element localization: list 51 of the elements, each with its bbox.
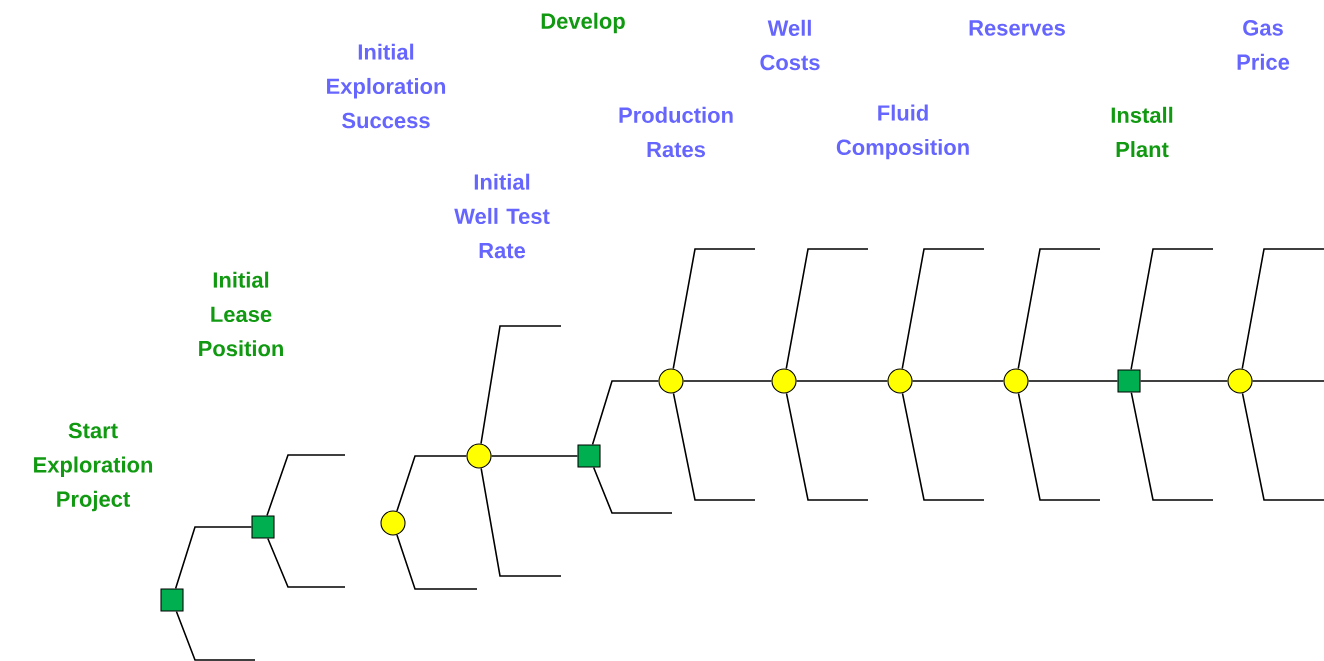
tree-branch bbox=[396, 455, 468, 512]
chance-circle bbox=[887, 368, 913, 394]
tree-branch bbox=[1251, 380, 1324, 382]
tree-branch bbox=[795, 380, 889, 382]
tree-branch bbox=[480, 467, 562, 577]
tree-branch bbox=[1027, 380, 1119, 382]
tree-branch bbox=[672, 392, 756, 501]
decision-square bbox=[1117, 369, 1141, 393]
tree-branch bbox=[1017, 248, 1101, 370]
node-label: Reserves bbox=[969, 20, 1065, 36]
tree-branch bbox=[591, 380, 660, 446]
tree-branch bbox=[785, 392, 869, 501]
tree-branch bbox=[1241, 392, 1324, 501]
tree-branch bbox=[1241, 248, 1324, 370]
tree-branch bbox=[672, 248, 756, 370]
node-label: Install Plant bbox=[1111, 106, 1173, 158]
decision-square bbox=[251, 515, 275, 539]
decision-square bbox=[577, 444, 601, 468]
node-label: Fluid Composition bbox=[836, 104, 969, 160]
tree-branch bbox=[174, 526, 253, 590]
node-label: Develop bbox=[541, 12, 625, 34]
tree-branch bbox=[266, 454, 346, 517]
tree-branch bbox=[911, 380, 1005, 382]
tree-branch bbox=[901, 392, 985, 501]
node-label: Gas Price bbox=[1237, 20, 1290, 70]
chance-circle bbox=[658, 368, 684, 394]
node-label: Production Rates bbox=[619, 106, 733, 158]
decision-square bbox=[160, 588, 184, 612]
tree-branch bbox=[175, 610, 256, 661]
chance-circle bbox=[466, 443, 492, 469]
tree-branch bbox=[480, 325, 562, 445]
node-label: Initial Lease Position bbox=[199, 271, 283, 357]
tree-branch bbox=[490, 455, 579, 457]
tree-branch bbox=[682, 380, 773, 382]
tree-branch bbox=[1130, 391, 1214, 501]
tree-branch bbox=[1139, 380, 1229, 382]
tree-branch bbox=[1130, 248, 1214, 371]
chance-circle bbox=[1227, 368, 1253, 394]
tree-branch bbox=[396, 534, 478, 590]
tree-branch bbox=[592, 466, 673, 514]
chance-circle bbox=[1003, 368, 1029, 394]
chance-circle bbox=[771, 368, 797, 394]
tree-branch bbox=[785, 248, 869, 370]
tree-branch bbox=[901, 248, 985, 370]
node-label: Initial Exploration Success bbox=[327, 43, 446, 129]
node-label: Well Costs bbox=[760, 19, 820, 71]
node-label: Start Exploration Project bbox=[34, 422, 153, 512]
chance-circle bbox=[380, 510, 406, 536]
node-label: Initial Well Test Rate bbox=[454, 173, 550, 259]
tree-branch bbox=[267, 537, 346, 588]
tree-branch bbox=[1017, 392, 1101, 501]
